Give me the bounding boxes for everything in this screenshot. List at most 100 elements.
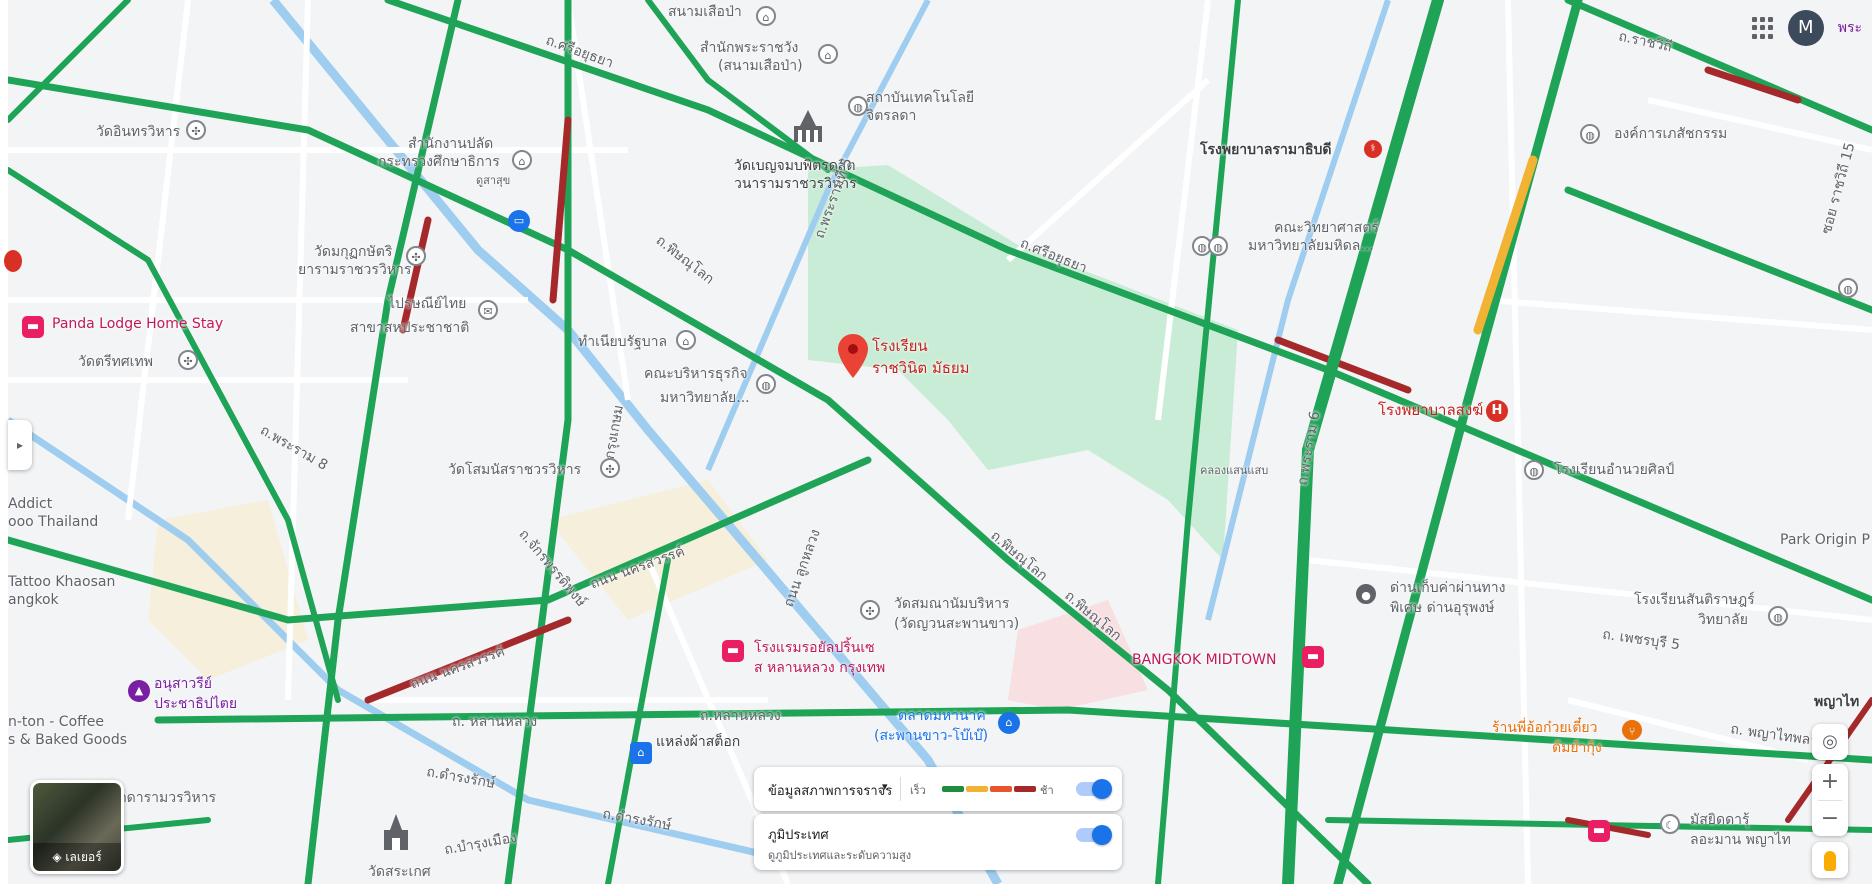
poi-icon-wat-intharawihan[interactable]: ✣ [186,120,206,140]
label-wat-ratchanatda: นัดดารามวรวิหาร [108,790,217,806]
label-coffee-sub: s & Baked Goods [8,732,128,748]
hospital-icon-ramathibodi[interactable]: ⚕ [1364,140,1382,158]
canal-north [705,0,931,472]
terrain-panel[interactable]: ภูมิประเทศ ดูภูมิประเทศและระดับความสูง [754,814,1122,870]
poi-icon-business-faculty[interactable]: ◍ [756,374,776,394]
apps-grid-icon[interactable] [1751,17,1774,39]
layers-label: ◈ เลเยอร์ [33,843,121,871]
pin-label-line1: โรงเรียน [872,337,928,355]
label-post-office-sub: สาขาสหประชาชาติ [350,320,470,336]
label-ramathibodi: โรงพยาบาลรามาธิบดี [1200,142,1332,158]
hotel-icon-midtown[interactable]: ▬ [1302,646,1324,668]
terrain-title: ภูมิประเทศ [768,828,829,843]
pin-label-line2: ราชวินิต มัธยม [872,359,970,377]
street-view-pegman-icon[interactable] [1812,842,1848,878]
poi-icon-school-santirat[interactable]: ◍ [1768,606,1788,626]
monument-icon-democracy[interactable]: ▲ [128,680,150,702]
traffic-label[interactable]: ข้อมูลสภาพการจราจร [768,784,893,799]
label-coffee: n-ton - Coffee [8,714,105,730]
road-lan-luang [154,706,1872,764]
label-wat-benchamabophit: วัดเบญจมบพิตรดุสิต [734,158,856,174]
shopping-icon-fabric[interactable]: ⌂ [630,742,652,764]
terrain-toggle[interactable] [1076,825,1112,845]
label-toll-sub: พิเศษ ด่านอุรุพงษ์ [1390,600,1495,616]
label-wat-sommanat-2-sub: (วัดญวนสะพานขาว) [894,616,1020,632]
label-panda-lodge: Panda Lodge Home Stay [52,316,224,332]
label-science-faculty-sub: มหาวิทยาลัยมหิดล... [1248,238,1374,254]
poi-icon-toll[interactable]: ● [1356,584,1376,604]
poi-icon-wat-sommanat[interactable]: ✣ [600,458,620,478]
label-mahanak-market-sub: (สะพานขาว-โบ๊เบ๊) [874,728,989,744]
account-avatar[interactable]: M [1787,10,1824,46]
hotel-icon-panda-lodge[interactable]: ▬ [22,316,44,338]
label-office-perm-sec: สำนักงานปลัด [408,136,494,152]
traffic-slow-label: ช้า [1040,784,1054,797]
divider [900,777,901,801]
zoom-out-button[interactable]: − [1820,806,1840,831]
road-phitsanulok [8,76,1372,884]
poi-icon-wat-sommanat-2[interactable]: ✣ [860,600,880,620]
poi-icon-government-house[interactable]: ⌂ [676,330,696,350]
poi-icon-org-pharma[interactable]: ◍ [1580,124,1600,144]
poi-icon-wat-makut[interactable]: ✣ [406,246,426,266]
label-tattoo-sub: angkok [8,592,59,608]
label-phaya-thai: พญาไท [1814,694,1860,710]
hotel-icon-east[interactable]: ▬ [1588,820,1610,842]
traffic-legend-medium [966,786,988,792]
map-canvas[interactable]: สนามเสือป่า สำนักพระราชวัง (สนามเสือป่า)… [8,0,1872,884]
label-science-faculty: คณะวิทยาศาสตร์ [1274,220,1379,236]
traffic-panel[interactable]: ข้อมูลสภาพการจราจร ▾ เร็ว ช้า [754,767,1122,811]
layers-button[interactable]: ◈ เลเยอร์ [30,780,124,874]
road-label-lan-luang-2: ถ.หลานหลวง [700,708,781,724]
shopping-icon-market[interactable]: ⌂ [998,712,1020,734]
temple-landmark-icon[interactable] [788,108,828,148]
label-government-house: ทำเนียบรัฐบาล [578,334,668,350]
info-icon-north[interactable]: ▭ [508,210,530,232]
road-nakhon-sawan [8,456,872,624]
hotel-icon-royal[interactable]: ▬ [722,640,744,662]
traffic-toggle[interactable] [1076,779,1112,799]
hospital-icon-priest[interactable]: H [1486,400,1508,422]
label-toll: ด่านเก็บค่าผ่านทาง [1390,580,1506,596]
expand-side-panel-button[interactable]: ▸ [8,420,32,470]
poi-icon-institute[interactable]: ◍ [848,96,868,116]
chevron-down-icon[interactable]: ▾ [882,780,888,793]
poi-icon-post-office[interactable]: ✉ [478,300,498,320]
road-ratchawithi [1333,0,1583,884]
label-democracy-monument-sub: ประชาธิปไตย [154,696,238,712]
location-pin-icon[interactable] [838,334,868,378]
label-addict-sub: ooo Thailand [8,514,99,530]
label-addict: Addict [8,496,53,512]
poi-icon-science-2[interactable]: ◍ [1208,236,1228,256]
label-mosque-sub: ลอะมาน พญาไท [1690,832,1791,848]
label-klong-saen-saep: คลองแสนแสบ [1200,464,1269,477]
midtown-area [1008,600,1148,710]
label-office-perm-sec-sub2: ดูสาสุข [476,174,511,187]
label-office-perm-sec-sub: กระทรวงศึกษาธิการ [378,154,500,170]
temple-saket-icon[interactable] [378,814,414,854]
my-location-icon[interactable]: ◎ [1812,724,1848,760]
poi-icon-science-faculty[interactable]: ◍ [1192,236,1212,256]
road-label-lan-luang-1: ถ. หลานหลวง [452,714,538,730]
poi-icon-palace[interactable]: ⌂ [818,44,838,64]
restaurant-icon-noodle[interactable]: ⑂ [1622,720,1642,740]
traffic-roads [8,0,1872,884]
label-democracy-monument: อนุสาวรีย์ [154,676,212,692]
label-royal-hotel: โรงแรมรอยัลปริ้นเซ [754,640,875,656]
poi-icon-office-perm-sec[interactable]: ⌂ [512,150,532,170]
label-wat-makut: วัดมกุฏกษัตริ [314,244,393,260]
label-sanak-phra-ratchawang: สำนักพระราชวัง [700,40,799,56]
road-expressway-1 [1282,0,1444,884]
poi-icon-wat-trithotsathep[interactable]: ✣ [178,350,198,370]
label-sanak-phra-ratchawang-sub: (สนามเสือป่า) [718,58,803,74]
partial-marker-icon[interactable] [4,250,22,272]
poi-icon-sanam-suea-pa[interactable]: ⌂ [756,6,776,26]
road-rama-6 [1155,0,1241,884]
account-controls: M พระ [1751,10,1862,46]
zoom-in-button[interactable]: + [1820,769,1840,794]
label-noodle-shop-sub: ต้มยำกุ้ง [1552,740,1602,756]
poi-icon-school-amnuay[interactable]: ◍ [1524,460,1544,480]
poi-icon-east-school[interactable]: ◍ [1838,278,1858,298]
road-krung-kasem [504,0,572,884]
poi-icon-mosque[interactable]: ☾ [1660,814,1680,834]
